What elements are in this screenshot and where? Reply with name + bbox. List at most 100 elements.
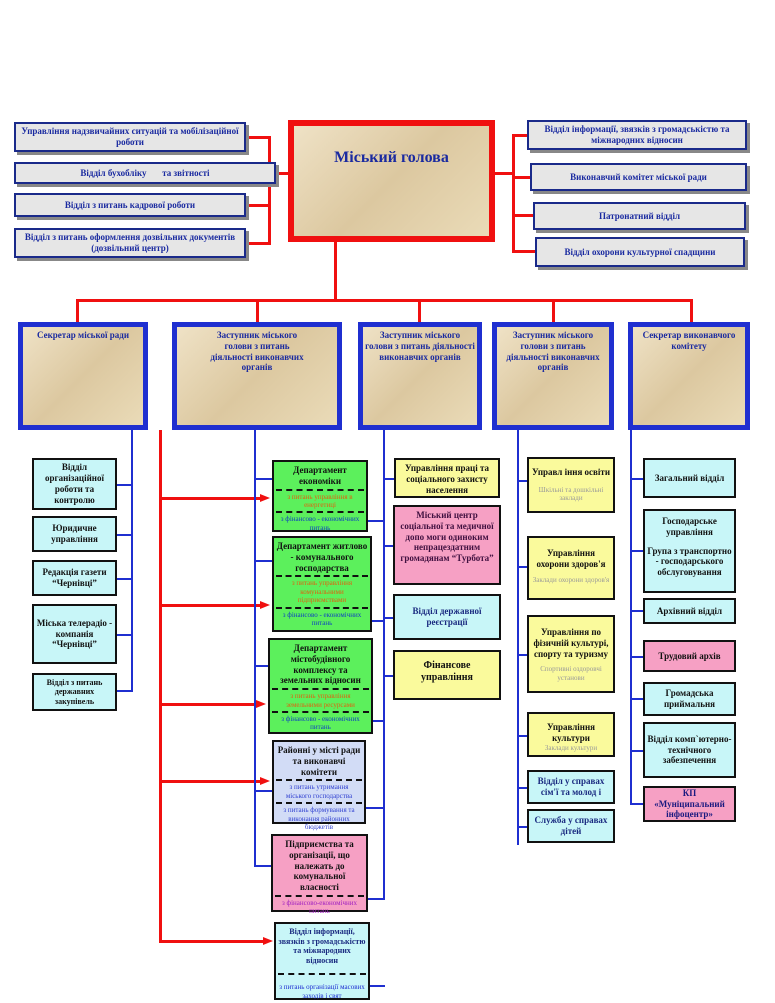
unit-label: Загальний відділ — [654, 472, 725, 483]
connector — [334, 240, 337, 302]
unit-label: Відділ інформації, звязків з громадськіс… — [544, 124, 730, 145]
unit-label: Управління праці та соціального захисту … — [405, 463, 489, 495]
unit-note: з фінансово - економічних питань — [281, 714, 360, 732]
top-left-unit[interactable]: Відділ з питань оформлення дозвільних до… — [14, 228, 246, 258]
leader-box[interactable]: Секретар виконавчого комітету — [628, 322, 750, 430]
connector — [495, 172, 512, 175]
unit-label: Районні у місті ради та виконавчі коміте… — [277, 745, 361, 777]
connector — [246, 242, 270, 245]
top-right-unit[interactable]: Відділ охорони культурної спадщини — [535, 237, 745, 267]
unit-label: Міська телерадіо - компанія “Чернівці” — [36, 617, 113, 650]
unit-label: Виконавчий комітет міської ради — [570, 171, 707, 182]
unit-label: Управл іння освіти — [531, 467, 611, 477]
unit-note: з питань управління комунальними підприє… — [291, 579, 353, 605]
top-right-unit[interactable]: Виконавчий комітет міської ради — [530, 163, 747, 191]
unit-note: з фінансово-економічних питань — [282, 898, 357, 916]
unit-note: Спортивні оздоровчі установи — [540, 665, 602, 682]
unit-box[interactable]: Юридичне управління — [32, 516, 117, 552]
top-left-unit[interactable]: Відділ бухобліку та звітності — [14, 162, 276, 184]
unit-note: з питань управління земельними ресурсами — [286, 692, 355, 709]
unit-note: Шкільні та дошкільні заклади — [538, 485, 604, 503]
leader-title: Секретар виконавчого комітету — [642, 330, 736, 351]
connector — [268, 172, 288, 175]
leader-title: Заступник міського голови з питань діяль… — [506, 330, 600, 373]
unit-label: КП «Муніципальний інфоцентр» — [654, 787, 725, 820]
unit-label: Відділ охорони культурної спадщини — [564, 246, 716, 257]
connector — [246, 204, 270, 207]
unit-box[interactable]: Міська телерадіо - компанія “Чернівці” — [32, 604, 117, 664]
top-left-unit[interactable]: Відділ з питань кадрової роботи — [14, 193, 246, 217]
mayor-box[interactable]: Міський голова — [288, 120, 495, 242]
unit-box[interactable]: Служба у справах дітей — [527, 809, 615, 843]
unit-box[interactable]: Відділ комп`ютерно-технічного забезпечен… — [643, 722, 736, 778]
unit-box[interactable]: Відділ у справах сім'ї та молод і — [527, 770, 615, 804]
unit-box[interactable]: Фінансове управління — [393, 650, 501, 700]
unit-label: Група з транспортно - господарського обс… — [647, 545, 732, 578]
unit-note: з питань формування та виконання районни… — [283, 806, 355, 831]
leader-box[interactable]: Секретар міської ради — [18, 322, 148, 430]
leader-box[interactable]: Заступник міського голови з питань діяль… — [492, 322, 614, 430]
top-left-unit[interactable]: Управління надзвичайних ситуацій та мобі… — [14, 122, 246, 152]
unit-label: Юридичне управління — [51, 523, 98, 544]
unit-box[interactable]: Міський центр соціальної та медичної доп… — [393, 505, 501, 585]
leader-title: Заступник міського голови з питань діяль… — [210, 330, 304, 373]
unit-box[interactable]: Управління праці та соціального захисту … — [394, 458, 500, 498]
unit-box[interactable]: Підприємства та організації, що належать… — [271, 834, 368, 915]
unit-box[interactable]: Трудовий архів — [643, 640, 736, 672]
leader-title: Заступник міського голови з питань діяль… — [365, 330, 475, 362]
unit-box[interactable]: Редакція газети “Чернівці” — [32, 560, 117, 596]
unit-box[interactable]: Архівний відділ — [643, 598, 736, 624]
unit-note: з питань організації масових заходів і с… — [279, 983, 365, 1000]
unit-label: Управління охорони здоров'я — [536, 548, 606, 569]
unit-note: Заклади культури — [544, 743, 598, 752]
leader-title: Секретар міської ради — [36, 330, 130, 340]
connector — [512, 176, 530, 179]
connector — [512, 134, 515, 252]
unit-label: Відділ державної реєстрації — [412, 606, 482, 627]
unit-label: Господарське управління — [662, 516, 717, 537]
top-right-unit[interactable]: Патронатний відділ — [533, 202, 746, 230]
unit-box[interactable]: Відділ з питань державних закупівель — [32, 673, 117, 711]
department-box[interactable]: Департамент житлово - комунального госпо… — [272, 536, 372, 632]
unit-box[interactable]: Відділ державної реєстрації — [393, 594, 501, 640]
connector — [76, 299, 79, 323]
unit-box[interactable]: КП «Муніципальний інфоцентр» — [643, 786, 736, 822]
connector — [256, 299, 259, 323]
department-box[interactable]: Департамент економіки з питань управління… — [272, 460, 368, 532]
unit-note: Заклади охорони здоров'я — [532, 575, 610, 584]
unit-label: Підприємства та організації, що належать… — [285, 839, 354, 893]
unit-box[interactable]: Управління по фізичній культурі, спорту … — [527, 615, 615, 693]
connector — [552, 299, 555, 323]
unit-box[interactable]: Відділ інформації, звязків з громадськіс… — [274, 922, 370, 1000]
top-right-unit[interactable]: Відділ інформації, звязків з громадськіс… — [527, 120, 747, 150]
unit-label: Управління по фізичній культурі, спорту … — [533, 627, 609, 659]
unit-note: з питань управління в енергетиці — [287, 492, 353, 509]
connector — [76, 299, 692, 302]
department-box[interactable]: Департамент містобудівного комплексу та … — [268, 638, 373, 734]
unit-label: Департамент містобудівного комплексу та … — [280, 643, 361, 686]
unit-label: Відділ у справах сім'ї та молод і — [537, 776, 605, 797]
unit-label: Управління культури — [546, 722, 596, 743]
connector — [690, 299, 693, 323]
unit-label: Відділ інформації, звязків з громадськіс… — [278, 927, 366, 965]
unit-box[interactable]: Відділ організаційної роботи та контролю — [32, 458, 117, 510]
unit-label: Громадська приймальня — [663, 688, 716, 709]
connector — [512, 214, 533, 217]
unit-note: з питань утримання міського господарства — [285, 783, 353, 800]
unit-label: Департамент економіки — [293, 465, 347, 486]
connector — [512, 250, 535, 253]
unit-box[interactable]: Районні у місті ради та виконавчі коміте… — [272, 740, 366, 831]
unit-label: Служба у справах дітей — [534, 815, 608, 836]
leader-box[interactable]: Заступник міського голови з питань діяль… — [172, 322, 342, 430]
unit-label: Управління надзвичайних ситуацій та мобі… — [21, 126, 239, 147]
unit-label: Відділ з питань державних закупівель — [46, 677, 103, 706]
unit-label: Міський центр соціальної та медичної доп… — [400, 510, 494, 564]
unit-box[interactable]: Загальний відділ — [643, 458, 736, 498]
leader-box[interactable]: Заступник міського голови з питань діяль… — [358, 322, 482, 430]
unit-box[interactable]: Громадська приймальня — [643, 682, 736, 716]
